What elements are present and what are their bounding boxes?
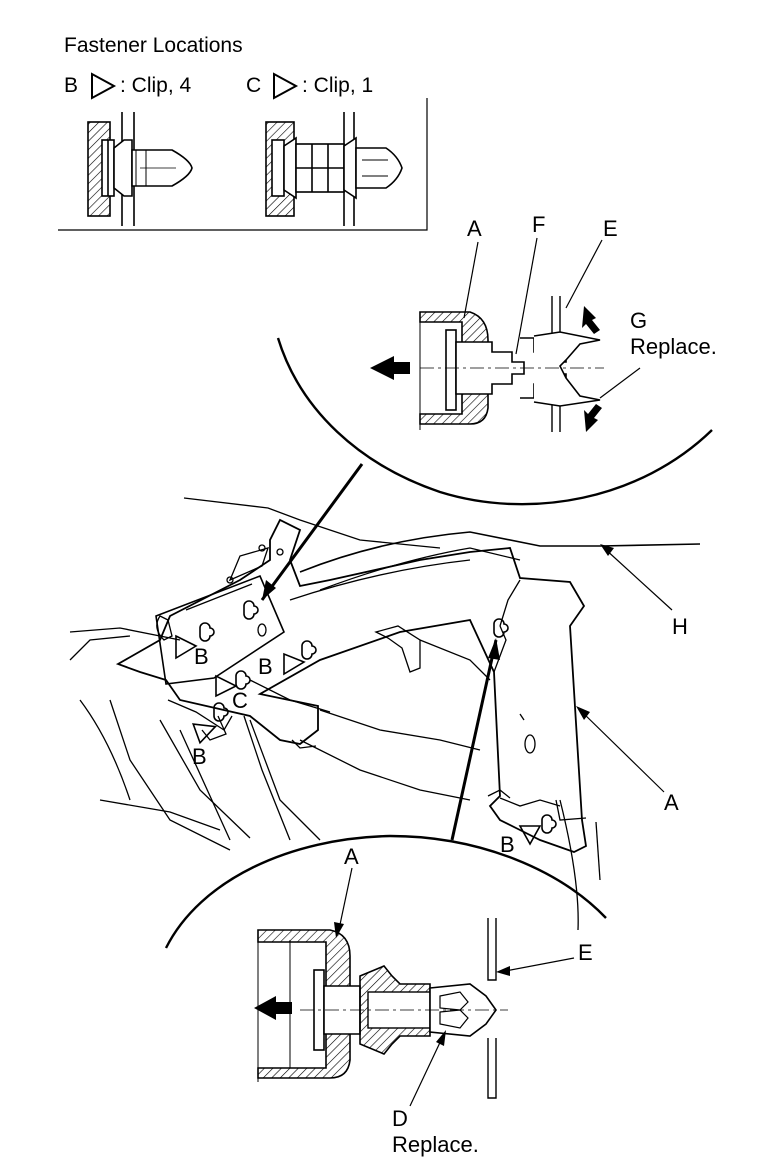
clip-glyph-5 — [493, 618, 509, 638]
upper-pointer-line — [260, 463, 364, 601]
upper-pointer-arrow-icon — [262, 580, 276, 600]
clip-glyph-1 — [199, 622, 215, 642]
label-a-upper: A — [467, 216, 482, 241]
trim-assembly — [69, 497, 701, 931]
upper-spread-arrow-top-icon — [582, 306, 600, 334]
leader-a-main — [579, 709, 665, 793]
leader-e-lower-arrow-icon — [496, 966, 510, 976]
upper-spread-arrow-bottom-icon — [584, 404, 602, 432]
clip-c-letter: C — [246, 74, 261, 97]
label-f: F — [532, 212, 545, 237]
clip-glyph-2 — [301, 640, 317, 660]
leader-a-upper — [463, 241, 479, 319]
clip-b-triangle-icon — [91, 72, 117, 100]
leader-d-arrow-icon — [436, 1030, 446, 1046]
clip-c-triangle-icon — [273, 72, 299, 100]
label-c: C — [232, 688, 248, 713]
label-e-upper: E — [603, 216, 618, 241]
leader-f — [515, 237, 538, 355]
legend-frame — [58, 98, 428, 231]
clip-b-text: : Clip, 4 — [120, 74, 192, 97]
lower-detail: A E D Replace. — [164, 834, 607, 1157]
upper-clip-head — [445, 329, 457, 411]
clip-c-text: : Clip, 1 — [302, 74, 373, 97]
clip-b-letter: B — [64, 74, 78, 97]
label-a-lower: A — [344, 844, 359, 869]
label-a-main: A — [664, 790, 679, 815]
marker-b-2 — [283, 652, 306, 676]
label-d-replace: Replace. — [392, 1132, 479, 1157]
leader-a-lower — [337, 867, 353, 935]
lower-detail-circle — [164, 834, 607, 949]
marker-c-1 — [215, 674, 238, 698]
legend-title: Fastener Locations — [64, 34, 243, 57]
label-d: D — [392, 1106, 408, 1131]
label-b-2: B — [258, 654, 273, 679]
leader-a-lower-arrow-icon — [334, 922, 344, 938]
leader-e-upper — [565, 239, 603, 309]
label-b-3: B — [192, 744, 207, 769]
upper-pull-arrow-icon — [370, 356, 410, 380]
lower-pull-arrow-icon — [254, 996, 292, 1020]
upper-detail: A F E G Replace. — [276, 212, 717, 506]
clip-g — [533, 331, 601, 407]
upper-detail-circle — [276, 337, 713, 506]
label-e-lower: E — [578, 940, 593, 965]
lower-panel-e-top — [487, 918, 497, 981]
clip-glyph-6 — [541, 814, 557, 834]
clip-c-icon — [265, 112, 403, 226]
leader-h-arrow-icon — [600, 544, 614, 556]
lower-pointer-arrow-icon — [488, 638, 500, 660]
clip-glyph-3 — [235, 670, 251, 690]
label-b-1: B — [194, 644, 209, 669]
clip-glyph-7 — [213, 702, 229, 722]
leader-h — [603, 547, 673, 611]
label-h: H — [672, 614, 688, 639]
lower-pointer-line — [450, 639, 498, 841]
label-g: G — [630, 308, 647, 333]
clip-glyph-4 — [243, 600, 259, 620]
clip-b-icon — [87, 112, 193, 226]
leader-d — [409, 1033, 445, 1107]
leader-a-main-arrow-icon — [576, 706, 590, 720]
marker-b-3 — [191, 723, 218, 745]
leader-g — [599, 367, 641, 399]
fastener-legend: Fastener Locations B : Clip, 4 C : Clip,… — [58, 34, 428, 231]
marker-b-1 — [175, 634, 198, 660]
clip-markers — [175, 600, 557, 846]
label-g-replace: Replace. — [630, 334, 717, 359]
leader-e-lower — [499, 957, 575, 973]
label-b-4: B — [500, 832, 515, 857]
marker-b-4 — [518, 825, 542, 846]
lower-panel-e-bottom — [487, 1038, 497, 1099]
